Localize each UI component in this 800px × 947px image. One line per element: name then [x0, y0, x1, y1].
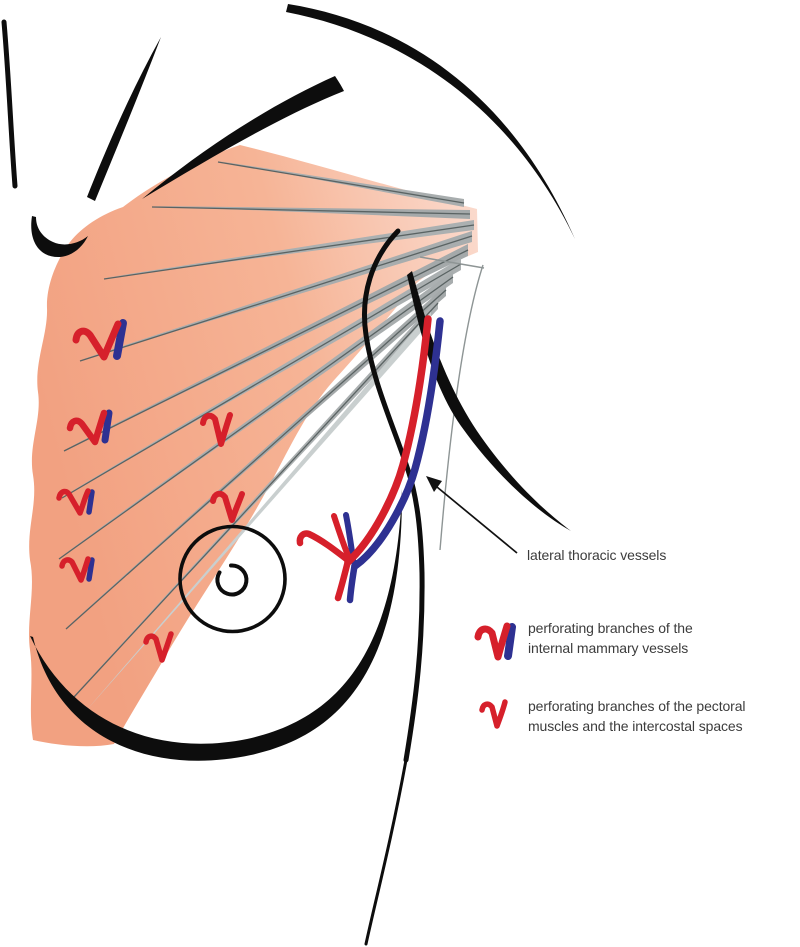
torso-side-outline-lower: [364, 758, 408, 946]
thin-fascia-lines: [419, 256, 485, 551]
im-perforator-check-icon: [474, 622, 511, 661]
legend-im-perforators-text: perforating branches of the internal mam…: [528, 618, 693, 658]
legend-im-line1: perforating branches of the: [528, 620, 693, 636]
lateral-thoracic-vein: [351, 317, 444, 570]
artery-branch-left: [296, 530, 353, 565]
im-perforator-check-1: [72, 320, 122, 361]
muscle-fiber-light: [85, 311, 431, 712]
lateral-thoracic-artery: [344, 315, 432, 566]
vein-branch-down: [346, 559, 359, 604]
clavicle-outline: [142, 76, 344, 199]
legend-im-line2: internal mammary vessels: [528, 640, 689, 656]
pectoral-perforator-check-1: [200, 412, 233, 447]
im-perforator-check-3: [56, 488, 91, 516]
sternal-notch-outline: [31, 216, 88, 258]
muscle-fiber: [62, 258, 461, 497]
pectoral-perforator-check-3: [143, 631, 174, 663]
arrowhead-icon: [426, 476, 442, 492]
muscle-fiber: [66, 285, 446, 628]
muscle-fiber: [104, 220, 474, 278]
im-perforator-check-2: [66, 409, 108, 446]
legend-pect-line1: perforating branches of the pectoral: [528, 698, 746, 714]
artery-red-elements: [56, 315, 511, 729]
legend-pect-line2: muscles and the intercostal spaces: [528, 718, 743, 734]
nipple-circle: [215, 563, 249, 597]
areola-circle: [178, 524, 287, 634]
fiber-center-lines: [58, 161, 475, 698]
neck-left-outline: [1, 19, 18, 189]
pectoral-perforator-check-2: [210, 490, 245, 523]
muscle-fiber: [74, 298, 438, 696]
im-perforator-vein-1: [113, 319, 127, 360]
im-perforator-vein-3: [86, 489, 95, 515]
legend-im-vein-icon: [504, 623, 516, 660]
annotation-arrow: [426, 476, 518, 554]
muscle-fiber: [59, 271, 453, 558]
body-outline-group: [1, 4, 575, 946]
im-perforator-check-4: [59, 556, 91, 583]
vein-blue-elements: [86, 317, 516, 660]
arrow-shaft: [436, 486, 518, 554]
im-perforator-vein-4: [86, 557, 95, 582]
im-perforator-vein-2: [101, 409, 113, 444]
legend-pectoral-perforators-text: perforating branches of the pectoral mus…: [528, 696, 746, 736]
lateral-thoracic-vessels-label: lateral thoracic vessels: [527, 547, 667, 563]
pectoral-perforator-check-icon: [479, 699, 508, 729]
torso-side-outline: [361, 228, 425, 763]
artery-branch-down: [334, 557, 352, 602]
neck-right-outline: [87, 37, 161, 201]
